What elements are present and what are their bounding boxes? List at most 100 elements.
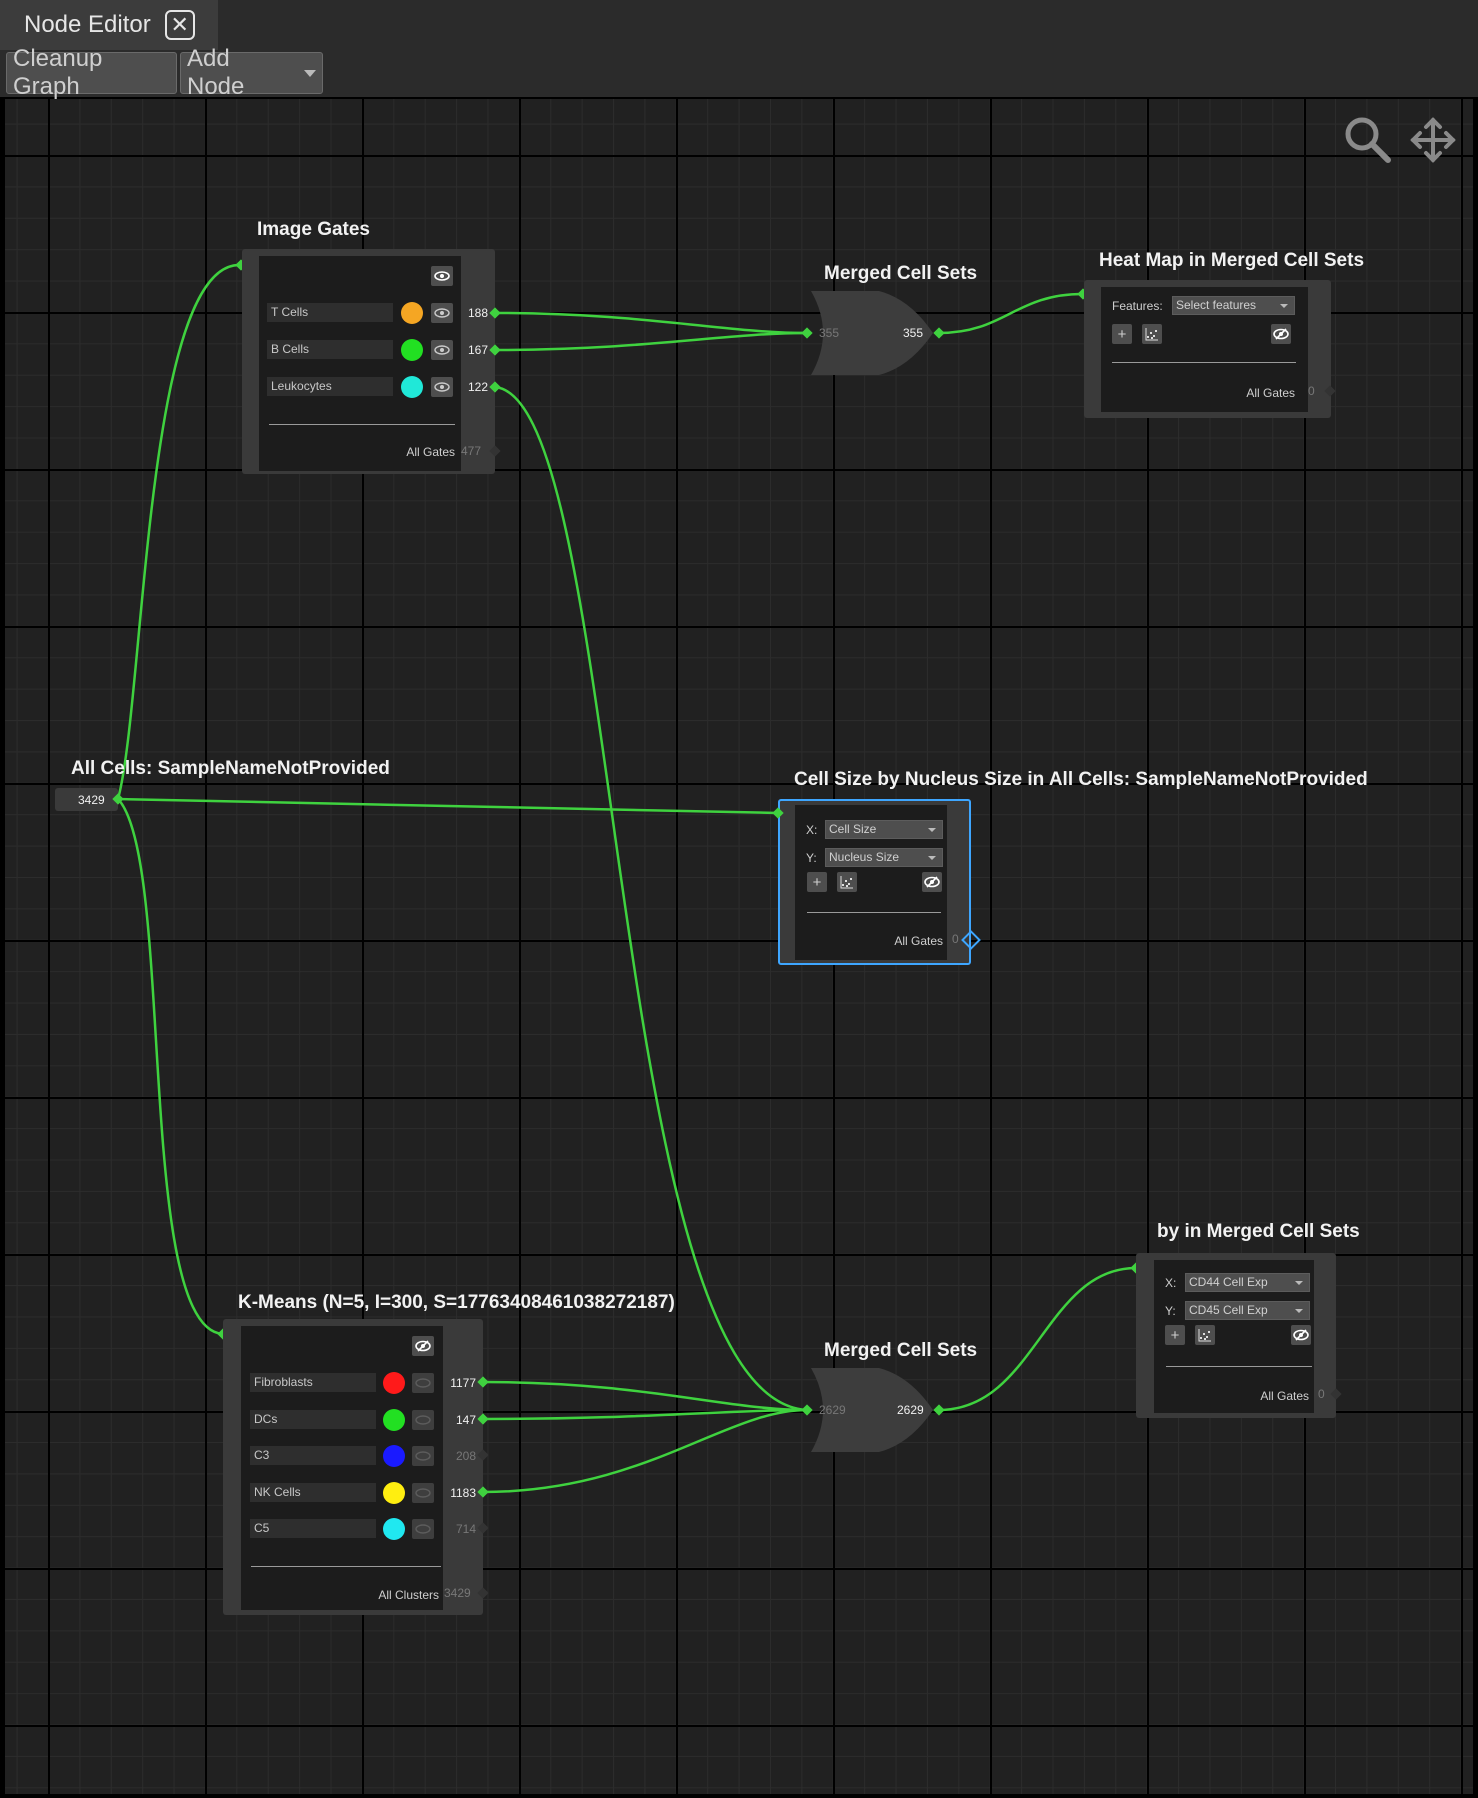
cluster-label[interactable]: NK Cells [250, 1483, 376, 1502]
toolbar: Cleanup Graph Add Node [0, 45, 1478, 100]
eye-icon[interactable] [431, 303, 453, 323]
hide-eye-icon[interactable] [922, 872, 942, 892]
all-gates-label: All Gates [1246, 386, 1295, 400]
search-icon[interactable] [1342, 114, 1394, 166]
tab-bar: Node Editor ✕ [0, 0, 1478, 50]
wire-bcells-merged [494, 331, 808, 352]
gate-count: 167 [467, 343, 488, 357]
all-clusters-count: 3429 [444, 1586, 471, 1600]
gate-label[interactable]: T Cells [267, 303, 393, 322]
wire-tcells-merged [494, 311, 808, 335]
kmeans-title: K-Means (N=5, I=300, S=17763408461038272… [238, 1292, 675, 1313]
wire-fibroblasts-merged [482, 1380, 808, 1412]
x-axis-label: X: [806, 823, 818, 837]
y-axis-value: Nucleus Size [829, 850, 900, 864]
hide-eye-icon[interactable] [1271, 324, 1291, 344]
merged-top-in-count: 355 [819, 326, 840, 340]
merged-bottom-in-count: 2629 [819, 1403, 846, 1417]
node-canvas[interactable]: Image Gates T Cells 188 B Cells 167 Leuk… [5, 99, 1473, 1794]
cleanup-graph-button[interactable]: Cleanup Graph [6, 45, 177, 100]
cluster-color-swatch[interactable] [383, 1518, 405, 1540]
eye-icon[interactable] [412, 1519, 434, 1539]
cluster-count: 147 [455, 1413, 476, 1427]
gate-color-swatch[interactable] [401, 339, 423, 361]
wire-nkcells-merged [482, 1408, 808, 1494]
tab-title: Node Editor [24, 11, 151, 38]
divider [1166, 1366, 1312, 1367]
eye-icon[interactable] [412, 1410, 434, 1430]
all-clusters-label: All Clusters [378, 1588, 439, 1602]
eye-icon[interactable] [412, 1446, 434, 1466]
all-cells-node[interactable] [55, 788, 118, 811]
cluster-color-swatch[interactable] [383, 1445, 405, 1467]
features-label: Features: [1112, 299, 1163, 313]
features-select-value: Select features [1176, 298, 1257, 312]
x-axis-label: X: [1165, 1276, 1177, 1290]
scatter-icon[interactable] [1195, 1325, 1215, 1345]
cluster-label[interactable]: DCs [250, 1410, 376, 1429]
chevron-down-icon [1295, 1309, 1303, 1313]
merged-bottom-title: Merged Cell Sets [824, 1340, 978, 1361]
connection-wires [116, 263, 1137, 1494]
add-button[interactable]: + [1165, 1325, 1185, 1345]
y-axis-select[interactable]: CD45 Cell Exp [1185, 1301, 1310, 1320]
cluster-label[interactable]: Fibroblasts [250, 1373, 376, 1392]
eye-icon[interactable] [431, 266, 453, 286]
all-gates-label: All Gates [1260, 1389, 1309, 1403]
all-gates-label: All Gates [406, 445, 455, 459]
wire-merged-scatter [938, 1266, 1137, 1412]
hide-eye-icon[interactable] [1291, 1325, 1311, 1345]
gate-count: 188 [467, 306, 488, 320]
image-gates-title: Image Gates [257, 219, 370, 240]
chevron-down-icon [1295, 1281, 1303, 1285]
gate-label[interactable]: Leukocytes [267, 377, 393, 396]
cluster-color-swatch[interactable] [383, 1482, 405, 1504]
divider [807, 912, 941, 913]
scatter-mid-title: Cell Size by Nucleus Size in All Cells: … [794, 769, 1368, 790]
cluster-label[interactable]: C5 [250, 1519, 376, 1538]
merged-top-out-count: 355 [903, 326, 924, 340]
wire-allcells-scatter [117, 797, 779, 815]
heatmap-title: Heat Map in Merged Cell Sets [1099, 250, 1365, 271]
cluster-color-swatch[interactable] [383, 1372, 405, 1394]
move-icon[interactable] [1407, 114, 1459, 166]
x-axis-select[interactable]: CD44 Cell Exp [1185, 1273, 1310, 1292]
eye-icon[interactable] [412, 1373, 434, 1393]
add-node-dropdown[interactable]: Add Node [180, 45, 323, 100]
all-gates-label: All Gates [894, 934, 943, 948]
wire-dcs-merged [482, 1408, 808, 1421]
cluster-color-swatch[interactable] [383, 1409, 405, 1431]
scatter-bottom-title: by in Merged Cell Sets [1157, 1221, 1360, 1242]
chevron-down-icon [1280, 304, 1288, 308]
hide-eye-icon[interactable] [412, 1336, 434, 1356]
add-button[interactable]: + [1112, 324, 1132, 344]
scatter-icon[interactable] [1142, 324, 1162, 344]
chevron-down-icon [928, 828, 936, 832]
gate-color-swatch[interactable] [401, 376, 423, 398]
gate-label[interactable]: B Cells [267, 340, 393, 359]
divider [251, 1566, 441, 1567]
cleanup-graph-label: Cleanup Graph [13, 45, 103, 100]
y-axis-select[interactable]: Nucleus Size [825, 848, 943, 867]
image-gates-body [259, 256, 461, 471]
wire-merged-heatmap [938, 292, 1084, 335]
gate-color-swatch[interactable] [401, 302, 423, 324]
wire-allcells-imagegates [116, 263, 242, 800]
close-icon[interactable]: ✕ [164, 10, 195, 40]
cluster-label[interactable]: C3 [250, 1446, 376, 1465]
or-gate-top [811, 291, 933, 375]
tab-node-editor[interactable]: Node Editor ✕ [0, 0, 218, 50]
eye-icon[interactable] [431, 340, 453, 360]
add-node-label: Add Node [187, 45, 245, 100]
cluster-count: 714 [455, 1522, 476, 1536]
features-select[interactable]: Select features [1172, 296, 1295, 315]
all-gates-count: 0 [1318, 1387, 1325, 1401]
or-gate-bottom [811, 1368, 933, 1452]
eye-icon[interactable] [431, 377, 453, 397]
scatter-icon[interactable] [837, 872, 857, 892]
divider [1112, 362, 1296, 363]
eye-icon[interactable] [412, 1483, 434, 1503]
x-axis-select[interactable]: Cell Size [825, 820, 943, 839]
add-button[interactable]: + [807, 872, 827, 892]
all-cells-count: 3429 [78, 793, 105, 807]
